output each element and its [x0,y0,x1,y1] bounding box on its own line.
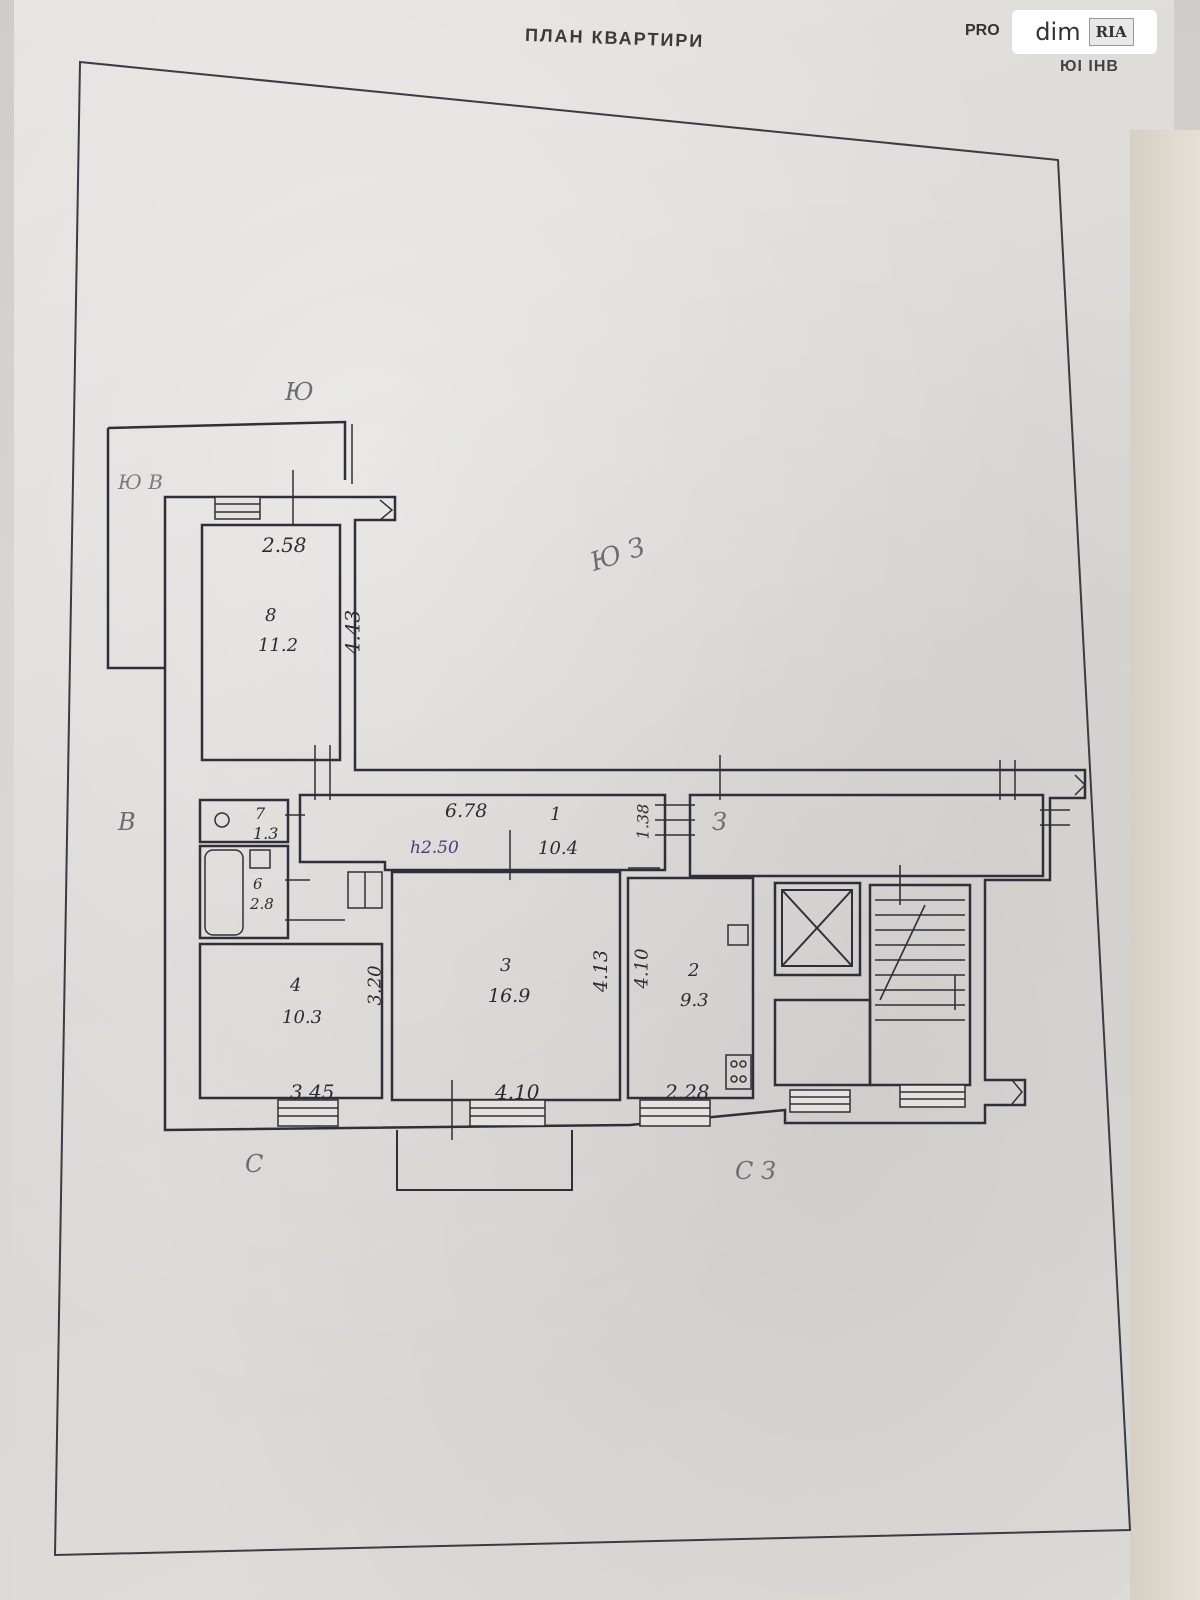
entry-mark [379,499,394,521]
room-1-height: h2.50 [410,838,459,858]
room-2-length: 4.10 [631,948,653,989]
room-4-length: 3.20 [364,965,386,1006]
room-3-width: 4.10 [495,1080,540,1104]
logo-brand: dim [1035,18,1081,46]
elevator-icon [781,889,853,967]
pro-fragment: PRO [965,22,1000,39]
room-4-width: 3.45 [290,1080,335,1104]
side-mark-east: З [712,808,727,836]
room-8-id: 8 [265,605,277,626]
room-6-area: 2.8 [250,895,274,913]
room-2-id: 2 [688,960,700,981]
room-1-area: 10.4 [538,838,579,859]
room-1-length: 6.78 [445,800,488,822]
dimria-logo: dim RIA [1012,10,1157,54]
side-mark-south-east: С З [735,1157,776,1185]
windows [214,496,966,1127]
room-8-width: 2.58 [262,533,307,557]
walls [163,495,1087,1132]
entry-mark-2 [1074,774,1087,796]
room-3-id: 3 [500,955,512,976]
stove-icon [725,1054,752,1090]
room-2-width: 2.28 [665,1080,710,1104]
staircase-icon [875,865,965,1021]
balcony-top [106,420,347,670]
bathtub-icon [204,849,271,936]
toilet-icon [214,812,230,828]
room-6-id: 6 [253,875,263,893]
room-2-area: 9.3 [680,990,709,1011]
side-mark-north: Ю [285,378,314,406]
room-3-length: 4.13 [590,949,613,993]
paper-edge [1130,130,1200,1600]
room-8-area: 11.2 [258,635,299,656]
shaft-icon [347,871,383,909]
room-7-area: 1.3 [253,824,279,843]
side-mark-south: С [245,1150,264,1178]
room-3-area: 16.9 [488,985,531,1007]
side-mark-north-west: Ю В [118,470,163,494]
logo-badge: RIA [1088,18,1134,46]
entry-mark-3 [1011,1079,1023,1105]
sink-icon [727,924,749,946]
room-7-id: 7 [255,804,266,823]
side-mark-west: В [118,808,136,836]
room-4-id: 4 [290,975,302,996]
room-4-area: 10.3 [282,1007,323,1028]
room-8-length: 4.43 [340,609,365,655]
door-marks [285,470,1070,1140]
plan-frame [53,60,1132,1557]
balcony-bottom [396,1130,573,1191]
room-1-width: 1.38 [633,803,653,840]
room-1-id: 1 [550,804,562,825]
inv-fragment: ЮІ ІНВ [1060,58,1119,75]
